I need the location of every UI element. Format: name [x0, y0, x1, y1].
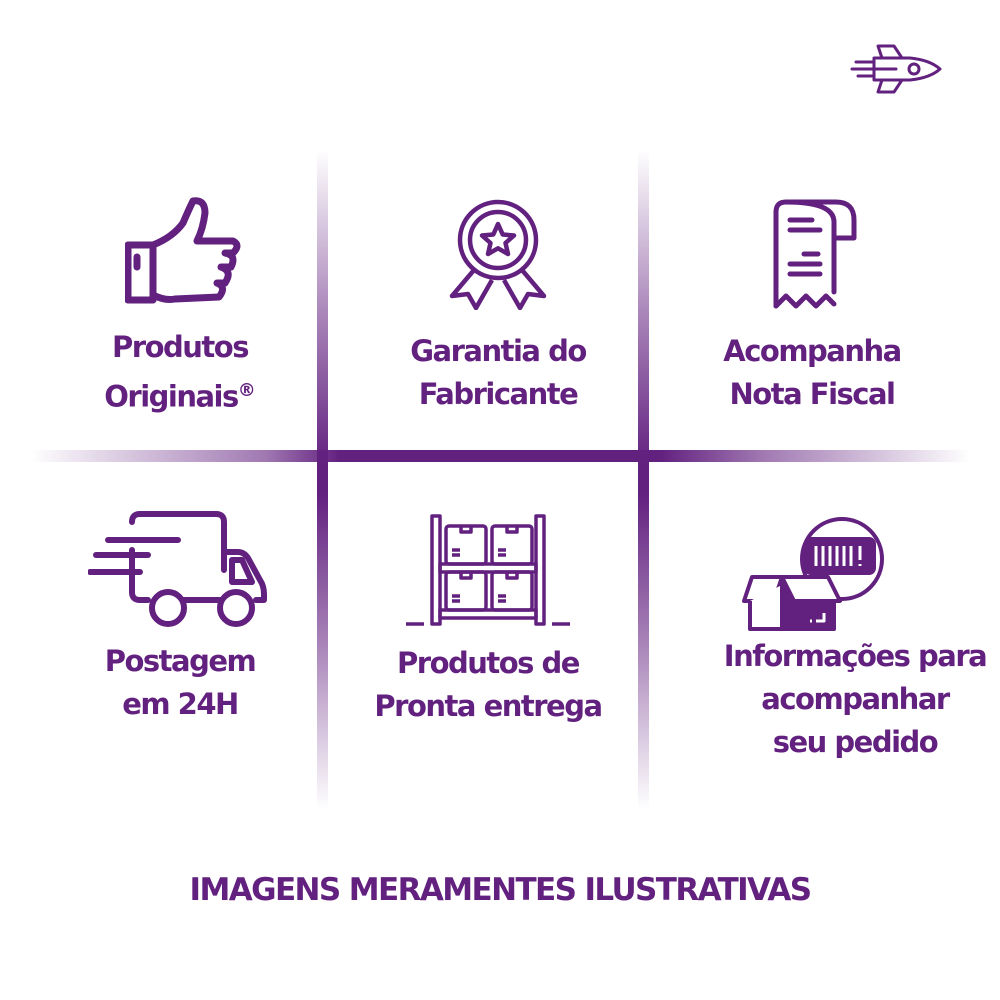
feature-label: Garantia do Fabricante — [410, 334, 587, 411]
feature-label: Informações para acompanhar seu pedido — [723, 639, 988, 759]
feature-label: Produtos Originais® — [104, 330, 256, 414]
feature-label: Acompanha Nota Fiscal — [723, 334, 902, 411]
feature-ready-stock: Produtos de Pronta entrega — [338, 512, 638, 728]
award-ribbon-icon — [348, 198, 648, 310]
delivery-truck-icon — [30, 510, 330, 628]
feature-order-tracking: Informações para acompanhar seu pedido — [665, 515, 988, 764]
rocket-logo — [850, 40, 945, 98]
rocket-icon — [850, 44, 942, 94]
feature-label: Produtos de Pronta entrega — [374, 646, 603, 723]
feature-original-products: Produtos Originais® — [35, 195, 335, 419]
feature-label: Postagem em 24H — [104, 644, 257, 721]
receipt-icon — [662, 198, 962, 310]
disclaimer-text: IMAGENS MERAMENTES ILUSTRATIVAS — [189, 872, 813, 908]
registered-mark: ® — [237, 380, 256, 401]
feature-manufacturer-warranty: Garantia do Fabricante — [348, 198, 648, 416]
package-barcode-icon — [665, 515, 965, 631]
grid-divider-vertical-left — [317, 150, 328, 810]
feature-invoice-included: Acompanha Nota Fiscal — [662, 198, 962, 416]
grid-divider-horizontal — [30, 450, 970, 462]
thumbs-up-icon — [35, 195, 335, 310]
feature-shipping-24h: Postagem em 24H — [30, 510, 330, 726]
warehouse-shelf-icon — [338, 512, 638, 628]
grid-divider-vertical-right — [638, 150, 649, 810]
